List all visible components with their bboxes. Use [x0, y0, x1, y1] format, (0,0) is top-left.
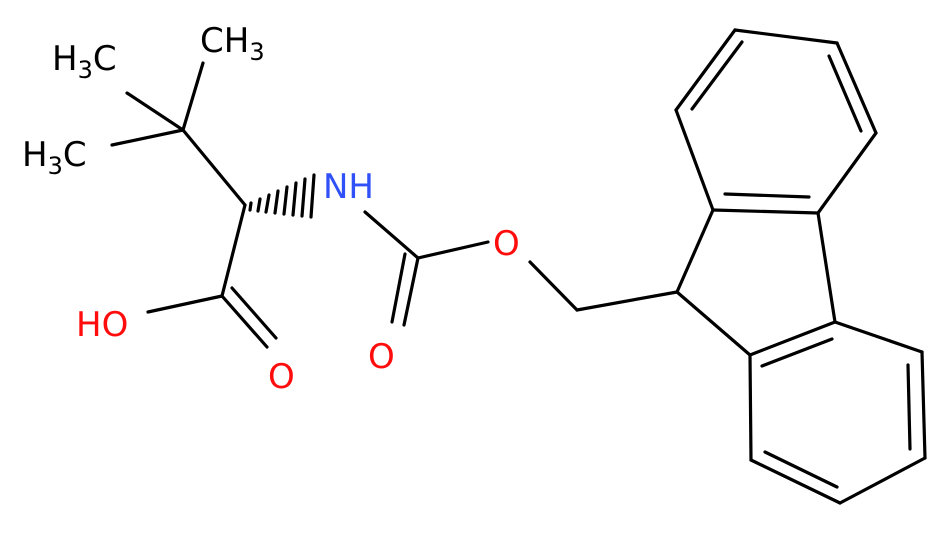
bond-carbamate-c-ester-o [416, 240, 490, 260]
bond-ester-o-ch2 [528, 260, 579, 312]
hashed-wedge-bond [248, 173, 316, 219]
bond-alpha-carboxyl-c [220, 203, 247, 298]
bond-n-carbamate-c [363, 210, 420, 260]
methyl-top-text: CH3 [200, 21, 265, 66]
methyl-upper-left-text: H3C [52, 39, 117, 84]
methyl-lower-left-label: H3C [22, 135, 87, 180]
bond-carboxyl-c-oh [146, 294, 224, 314]
bond-c-ch3-top [181, 61, 205, 132]
bond-ch2-fluorenyl [575, 290, 679, 312]
fluorene-lower-benzene [748, 320, 927, 505]
bond-c-ch3-upper-left [125, 91, 185, 132]
carbamate-carbonyl-oxygen: O [368, 337, 395, 377]
methyl-top-label: CH3 [200, 21, 265, 66]
carbamate-carbonyl-bond [390, 252, 420, 327]
methyl-upper-left-label: H3C [52, 39, 117, 84]
methyl-lower-left-text: H3C [22, 135, 87, 180]
hydroxyl-label: HO [76, 305, 128, 345]
fluorene-upper-benzene [674, 28, 878, 215]
tert-butyl-group [110, 61, 247, 207]
fluorene-five-ring [675, 208, 837, 357]
bond-quaternary-alpha [181, 128, 247, 207]
ester-oxygen: O [493, 224, 520, 264]
bond-c-ch3-lower-left [110, 128, 185, 147]
amine-label: NH [323, 167, 374, 207]
acid-carbonyl-oxygen: O [268, 357, 295, 397]
acid-carbonyl-bond [220, 286, 278, 349]
